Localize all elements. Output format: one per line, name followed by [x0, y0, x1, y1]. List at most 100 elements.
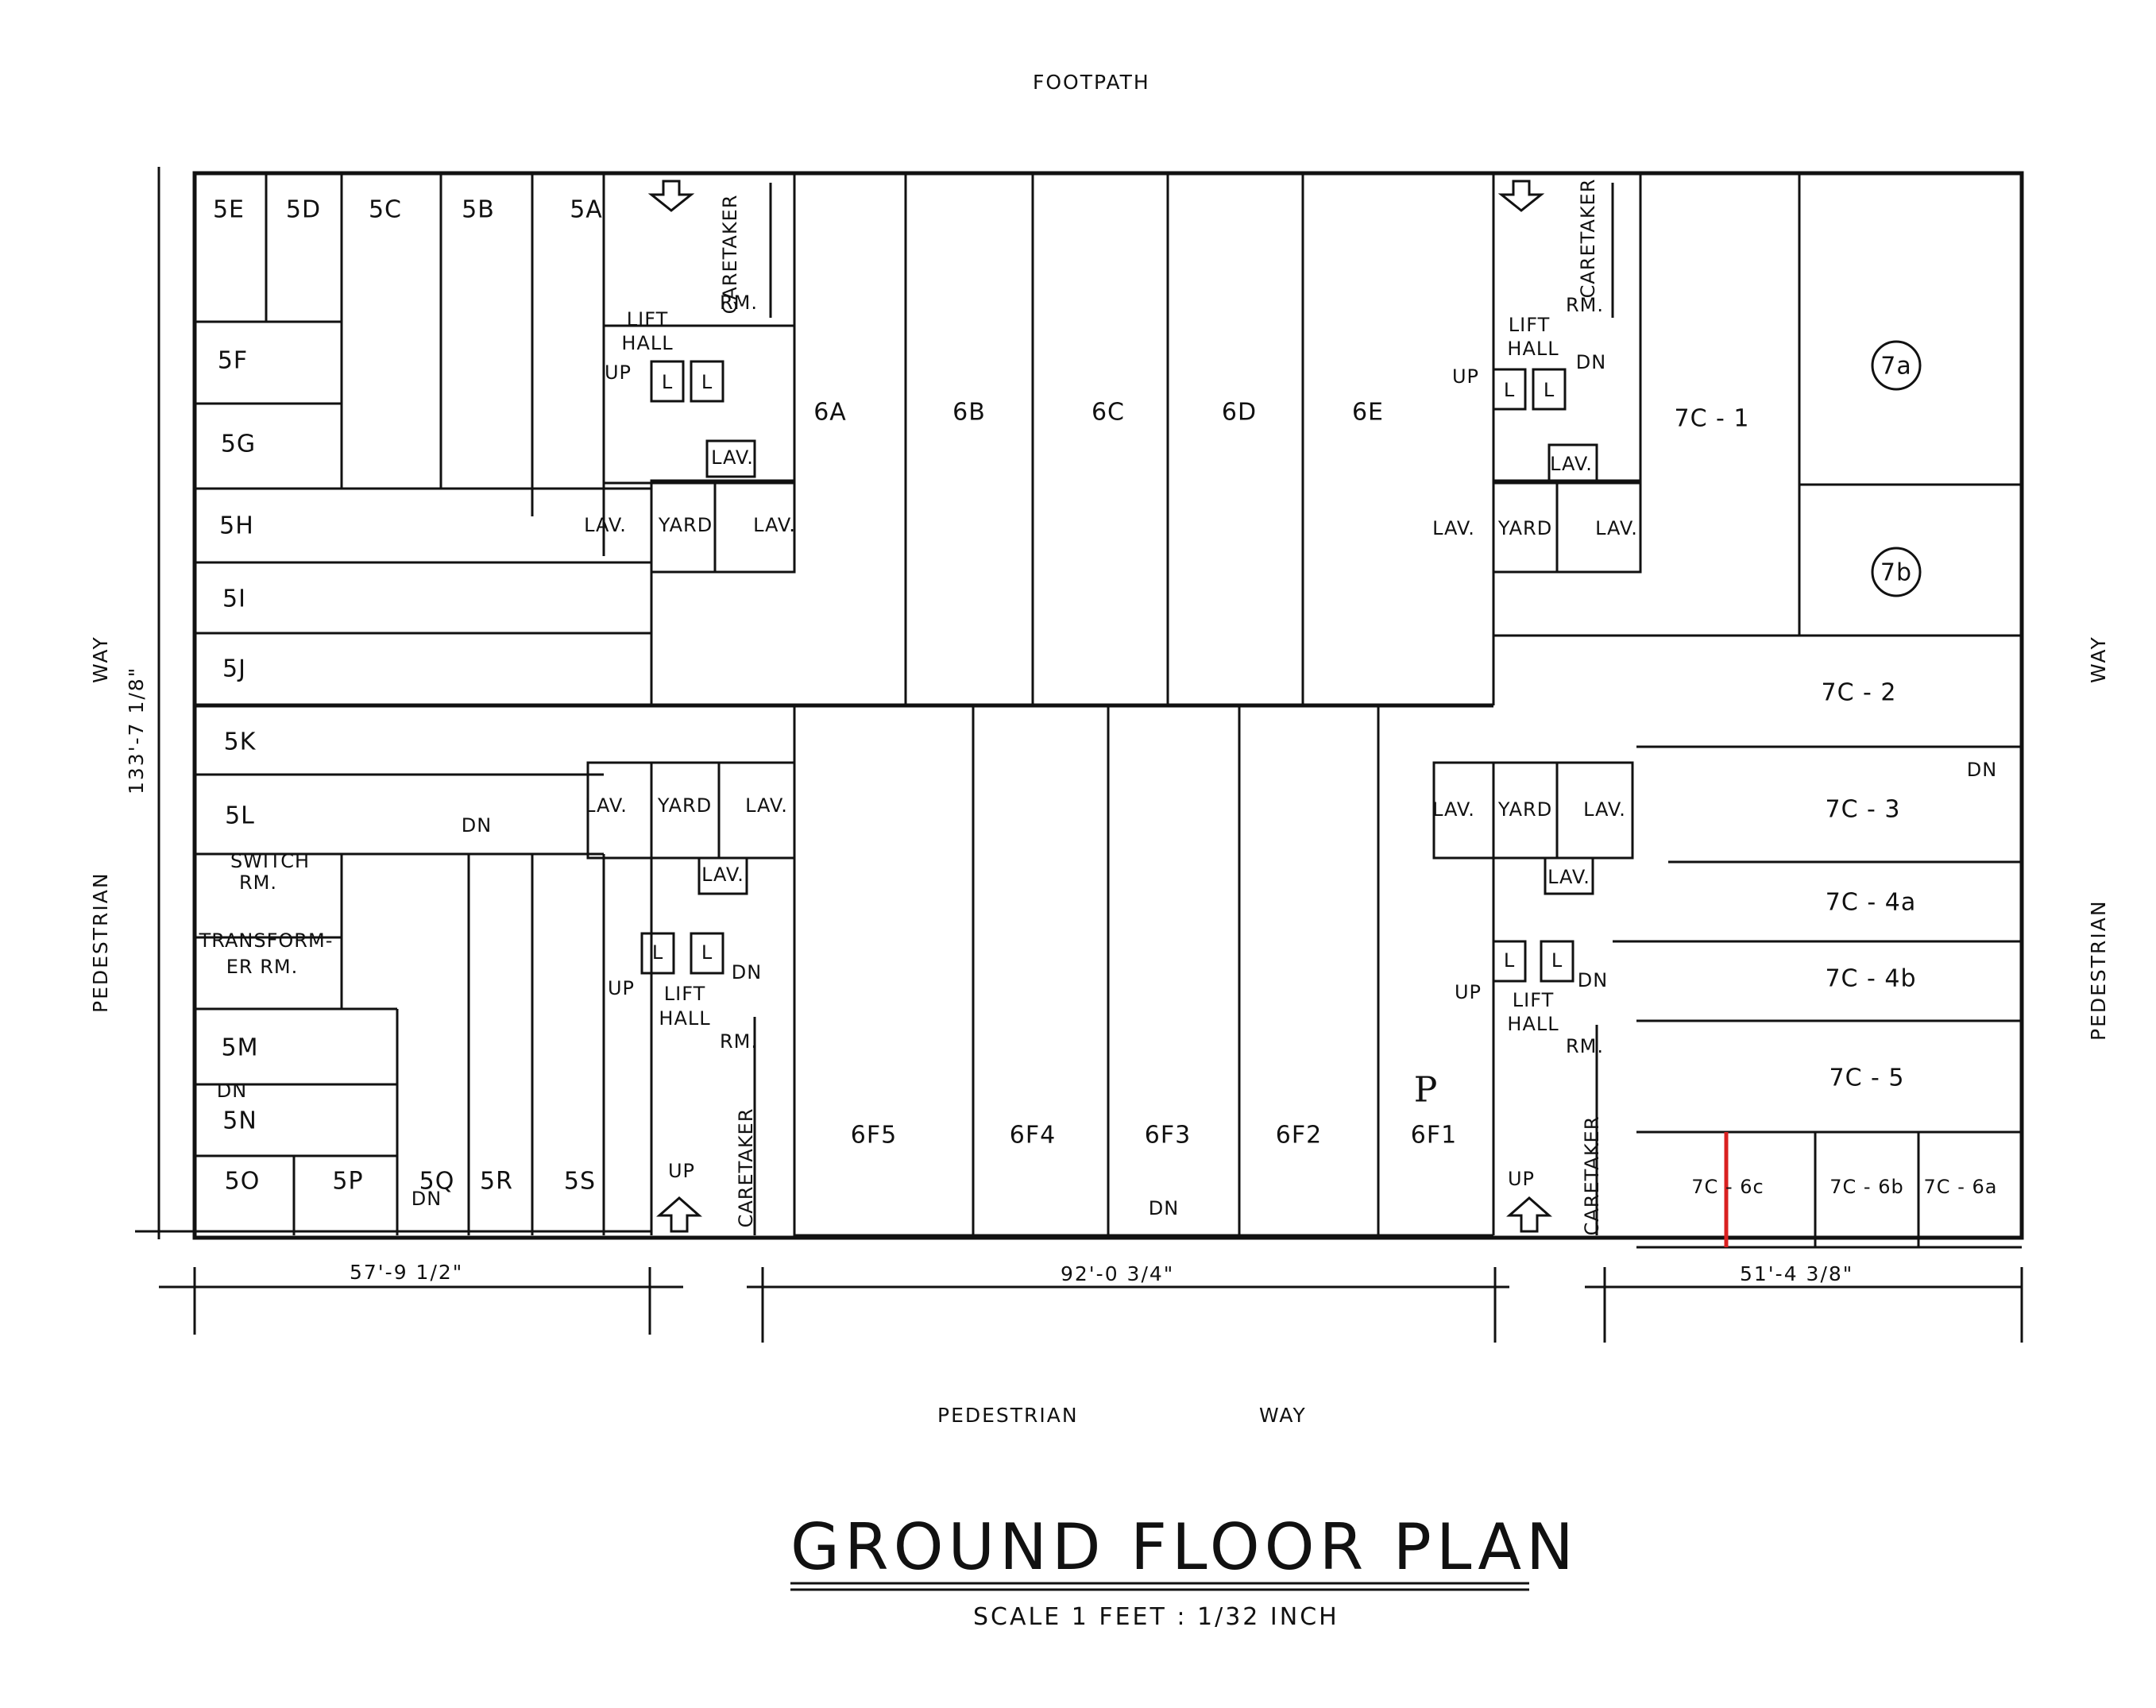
lav-lr-2: LAV. [1583, 798, 1626, 821]
lav-ur-1: LAV. [1550, 453, 1593, 475]
lift-car-1-ul: L [662, 371, 673, 393]
unit-5P: 5P [332, 1168, 363, 1196]
unit-7a: 7a [1880, 353, 1911, 381]
dimension-height: 133'-7 1/8" [125, 667, 148, 794]
core-upper-right [1492, 172, 1642, 574]
transformer-room-label: TRANSFORM- [199, 929, 334, 952]
hall-label-ul: HALL [621, 332, 673, 354]
lift-car-1-lr: L [1504, 949, 1515, 972]
bottom-street-label-1: PEDESTRIAN [937, 1404, 1079, 1427]
unit-7C-1: 7C - 1 [1674, 405, 1749, 433]
lav-lr-1: LAV. [1432, 798, 1475, 821]
top-street-label: FOOTPATH [1033, 71, 1150, 94]
stair-up-ur: UP [1452, 365, 1479, 388]
unit-5B: 5B [462, 196, 495, 224]
parking-symbol: P [1414, 1070, 1439, 1111]
right-street-label-1: PEDESTRIAN [2087, 899, 2110, 1041]
left-street-label-2: WAY [89, 636, 112, 683]
caretaker-rm-label-lr: RM. [1566, 1035, 1604, 1057]
caretaker-rm-label-ll: RM. [720, 1030, 758, 1053]
stair-dn-5n: DN [217, 1080, 247, 1102]
unit-5N: 5N [222, 1107, 257, 1135]
stair-dn-lr: DN [1578, 969, 1608, 991]
stair-up-lr-1: UP [1455, 981, 1482, 1003]
unit-6F3: 6F3 [1145, 1122, 1191, 1150]
unit-6D: 6D [1222, 399, 1257, 427]
unit-5E: 5E [213, 196, 245, 224]
unit-5M: 5M [222, 1034, 259, 1062]
lav-ll-2: LAV. [745, 794, 788, 817]
dimension-left: 57'-9 1/2" [350, 1261, 463, 1284]
unit-6C: 6C [1092, 399, 1125, 427]
yard-ur: YARD [1497, 517, 1552, 539]
unit-7C-6c: 7C - 6c [1691, 1176, 1764, 1198]
caretaker-label-ul: CARETAKER [719, 195, 741, 315]
lav-lr-3: LAV. [1547, 866, 1590, 888]
lift-car-1-ll: L [652, 941, 663, 964]
stair-up-ul: UP [605, 361, 632, 384]
dimension-lines [159, 1267, 2023, 1343]
caretaker-rm-label-ul: RM. [720, 292, 758, 314]
hall-label-ll: HALL [659, 1007, 710, 1030]
caretaker-label-ur: CARETAKER [1577, 179, 1599, 299]
unit-5H: 5H [219, 512, 254, 540]
unit-5G: 5G [221, 431, 256, 458]
unit-5S: 5S [564, 1168, 596, 1196]
unit-5D: 5D [286, 196, 321, 224]
plan-title: GROUND FLOOR PLAN [790, 1510, 1578, 1584]
lift-car-2-lr: L [1551, 949, 1563, 972]
stair-up-ll-2: UP [668, 1160, 695, 1182]
unit-7b: 7b [1880, 559, 1912, 587]
core-lower-left [586, 761, 796, 1235]
block-5-walls [195, 173, 1493, 1235]
lift-label-ul: LIFT [627, 308, 669, 330]
stair-up-ll-1: UP [608, 977, 635, 999]
dimension-right: 51'-4 3/8" [1740, 1262, 1853, 1285]
right-street-label-2: WAY [2087, 636, 2110, 683]
lav-ur-2: LAV. [1432, 517, 1475, 539]
caretaker-rm-label-ur: RM. [1566, 294, 1604, 316]
switch-room-rm: RM. [239, 871, 277, 894]
stair-dn-ll-2: DN [462, 814, 492, 837]
stair-dn-ur: DN [1576, 351, 1606, 373]
lav-ll-3: LAV. [701, 864, 744, 886]
stair-dn-5q: DN [411, 1188, 442, 1210]
unit-5O: 5O [225, 1168, 261, 1196]
lav-ll-1: LAV. [585, 794, 628, 817]
lift-car-1-ur: L [1504, 379, 1515, 401]
unit-5C: 5C [369, 196, 402, 224]
yard-lr: YARD [1497, 798, 1552, 821]
yard-ul: YARD [658, 514, 713, 536]
lift-car-2-ul: L [701, 371, 713, 393]
lift-car-2-ll: L [701, 941, 713, 964]
dimension-middle: 92'-0 3/4" [1061, 1262, 1174, 1285]
unit-5Q: 5Q [419, 1168, 455, 1196]
stair-dn-7c: DN [1967, 759, 1997, 781]
switch-room-label: SWITCH [230, 850, 310, 872]
unit-6B: 6B [952, 399, 986, 427]
unit-7C-4b: 7C - 4b [1825, 965, 1916, 993]
unit-5K: 5K [224, 728, 257, 756]
unit-5R: 5R [480, 1168, 513, 1196]
unit-6F2: 6F2 [1276, 1122, 1322, 1150]
lift-label-lr: LIFT [1513, 989, 1555, 1011]
block-6-upper-walls [650, 173, 1495, 705]
unit-7C-6a: 7C - 6a [1924, 1176, 1998, 1198]
yard-ll: YARD [657, 794, 712, 817]
caretaker-label-ll: CARETAKER [735, 1108, 757, 1228]
unit-7C-2: 7C - 2 [1821, 679, 1896, 707]
unit-6F1: 6F1 [1411, 1122, 1457, 1150]
stair-up-lr-2: UP [1508, 1168, 1535, 1190]
block-6-lower-walls [793, 705, 1493, 1239]
core-lower-right [1432, 761, 1634, 1235]
unit-7C-6b: 7C - 6b [1830, 1176, 1903, 1198]
unit-5A: 5A [570, 196, 603, 224]
hall-label-lr: HALL [1507, 1013, 1559, 1035]
lav-ul-3: LAV. [753, 514, 796, 536]
plan-scale: SCALE 1 FEET : 1/32 INCH [973, 1603, 1339, 1631]
left-street-label-1: PEDESTRIAN [89, 871, 112, 1013]
caretaker-label-lr: CARETAKER [1581, 1116, 1603, 1236]
lift-car-2-ur: L [1544, 379, 1555, 401]
unit-7C-3: 7C - 3 [1825, 796, 1900, 824]
lift-label-ur: LIFT [1509, 314, 1551, 336]
